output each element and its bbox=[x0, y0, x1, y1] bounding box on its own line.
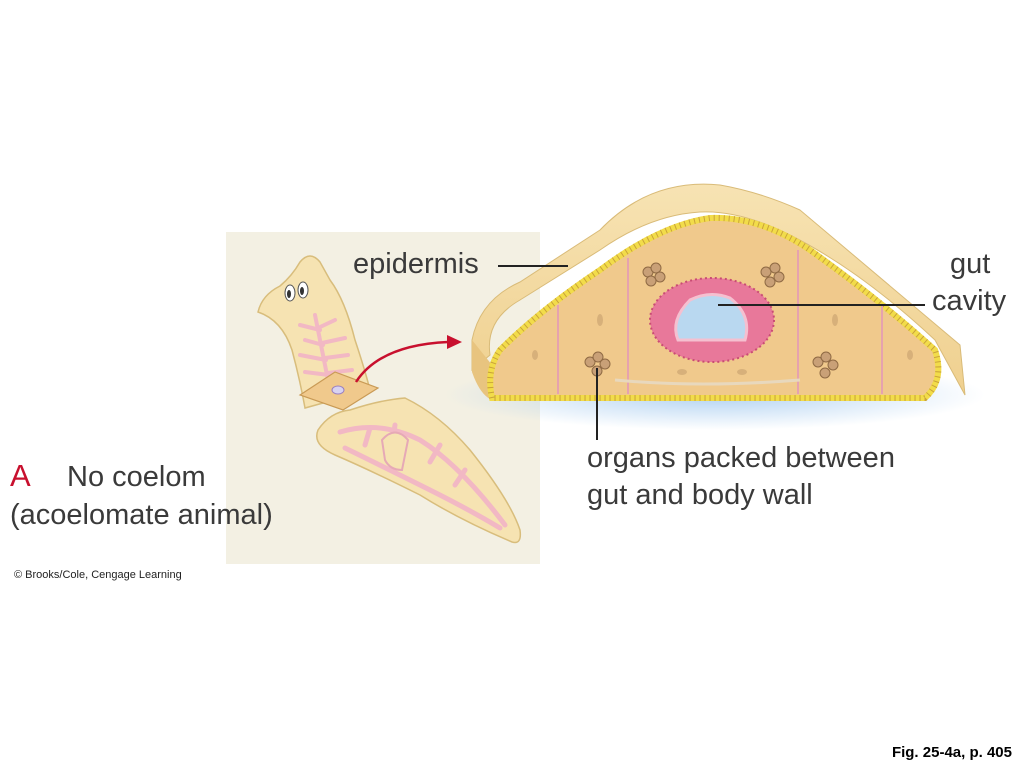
magnify-arrow bbox=[356, 335, 462, 382]
copyright-credit: © Brooks/Cole, Cengage Learning bbox=[14, 569, 182, 581]
flatworm-tail-section bbox=[317, 398, 521, 543]
organs-label-line2: gut and body wall bbox=[587, 477, 813, 514]
cavity-label: cavity bbox=[932, 283, 1006, 320]
cross-section bbox=[445, 184, 985, 430]
figure-reference: Fig. 25-4a, p. 405 bbox=[892, 744, 1012, 761]
epidermis-label: epidermis bbox=[353, 246, 479, 283]
panel-title-line1: No coelom bbox=[10, 458, 273, 496]
panel-title-line2: (acoelomate animal) bbox=[10, 499, 273, 531]
panel-title: No coelom (acoelomate animal) bbox=[10, 458, 273, 534]
gut-label: gut bbox=[950, 246, 990, 283]
organs-label-line1: organs packed between bbox=[587, 440, 895, 477]
